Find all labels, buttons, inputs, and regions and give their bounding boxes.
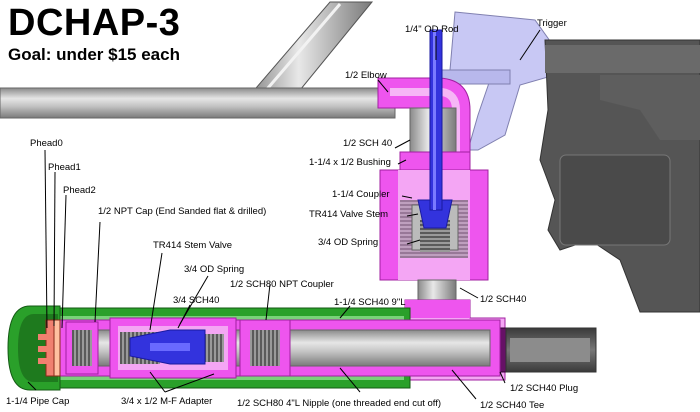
stem-valve xyxy=(129,329,206,365)
npt-coupler-fitting xyxy=(239,319,291,377)
trigger-body xyxy=(439,11,561,151)
leader-lines xyxy=(27,29,541,400)
label-pipe-cap: 1-1/4 Pipe Cap xyxy=(6,396,70,407)
label-trigger: Trigger xyxy=(537,18,567,29)
label-valve-stem: TR414 Valve Stem xyxy=(309,209,389,220)
label-sch40-34: 3/4 SCH40 xyxy=(173,295,220,306)
handle-stock xyxy=(539,39,700,313)
label-nipple: 1/2 SCH80 4"L Nipple (one threaded end c… xyxy=(237,398,442,409)
label-sch40-mid: 1/2 SCH40 xyxy=(480,294,527,305)
phead-stack xyxy=(38,319,61,377)
rod xyxy=(429,29,443,211)
label-npt-cap: 1/2 NPT Cap (End Sanded flat & drilled) xyxy=(98,206,267,217)
top-pipe xyxy=(0,87,396,119)
label-sch40-9: 1-1/4 SCH40 9"L xyxy=(334,297,406,308)
right-barrel xyxy=(505,327,597,373)
page-title: DCHAP-3 xyxy=(8,2,181,44)
right-valve-assembly xyxy=(411,199,459,252)
page-subtitle: Goal: under $15 each xyxy=(8,45,180,64)
diagonal-pipe xyxy=(248,1,374,96)
label-phead2: Phead2 xyxy=(63,185,96,196)
label-spring-left: 3/4 OD Spring xyxy=(184,264,245,275)
label-elbow: 1/2 Elbow xyxy=(345,70,387,81)
npt-cap-fitting xyxy=(65,321,99,375)
label-rod: 1/4" OD Rod xyxy=(405,24,459,35)
label-phead0: Phead0 xyxy=(30,138,63,149)
label-bushing: 1-1/4 x 1/2 Bushing xyxy=(309,157,391,168)
label-sch40-top: 1/2 SCH 40 xyxy=(343,138,393,149)
label-npt-coupler: 1/2 SCH80 NPT Coupler xyxy=(230,279,334,290)
label-tee: 1/2 SCH40 Tee xyxy=(480,400,545,411)
label-stem-valve: TR414 Stem Valve xyxy=(153,240,233,251)
label-plug: 1/2 SCH40 Plug xyxy=(510,383,579,394)
label-adapter: 3/4 x 1/2 M-F Adapter xyxy=(121,396,213,407)
label-spring-right: 3/4 OD Spring xyxy=(318,237,379,248)
label-phead1: Phead1 xyxy=(48,162,81,173)
label-coupler: 1-1/4 Coupler xyxy=(332,189,390,200)
